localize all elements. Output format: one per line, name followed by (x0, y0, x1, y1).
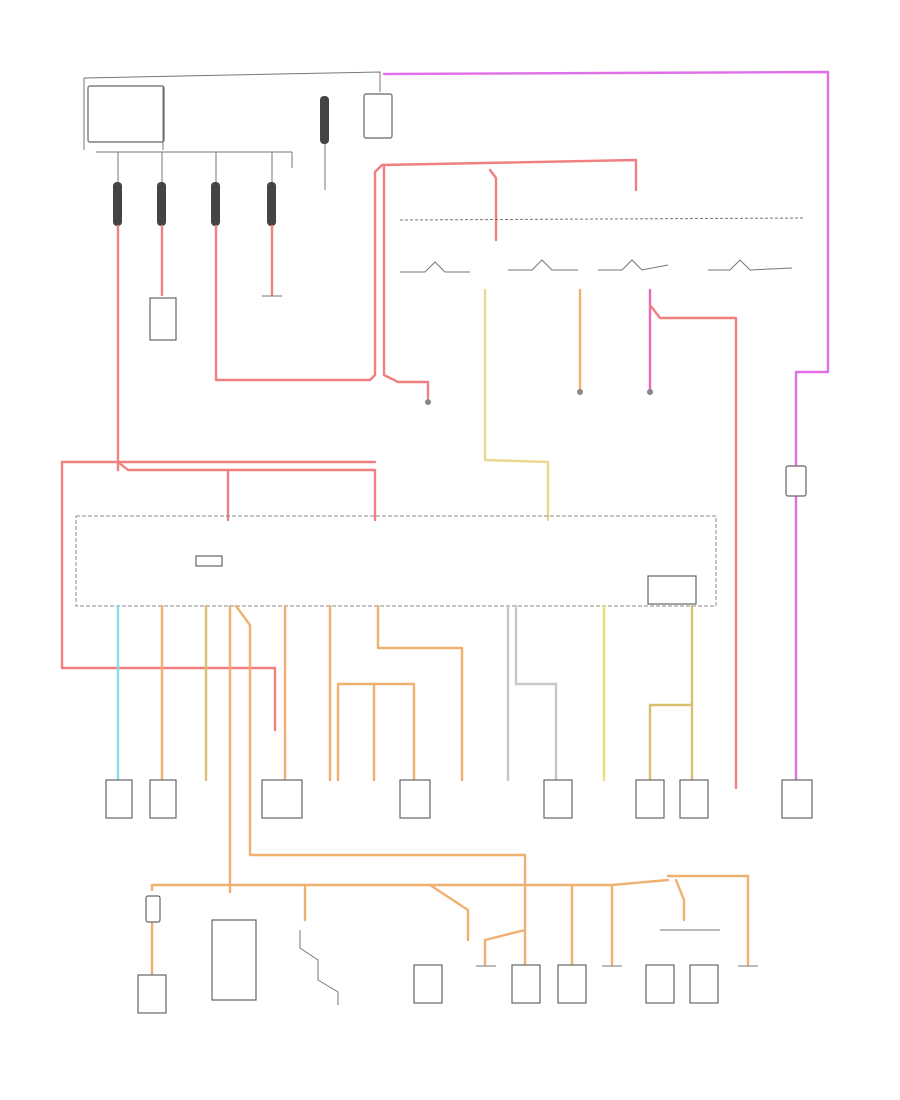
load-bottom-4 (413, 964, 443, 1004)
load-box-left (149, 297, 177, 341)
wire-orange-bottom-bus (150, 883, 432, 892)
wire-orange-b3 (483, 883, 527, 967)
panel-output-wires (116, 604, 694, 894)
load-bottom-8 (689, 964, 719, 1004)
load-components-row (105, 779, 813, 819)
panel-relay-right (647, 575, 697, 605)
wire-gray-10 (514, 604, 558, 782)
ground-splice (425, 399, 431, 405)
wire-orange-diag (234, 604, 527, 887)
load-1 (105, 779, 133, 819)
load-5 (543, 779, 573, 819)
load-6 (635, 779, 665, 819)
fusible-link-4 (267, 152, 276, 226)
switch-bar-section (399, 217, 806, 273)
battery-feed-section (83, 71, 393, 226)
wire-red-to-switch1 (488, 168, 498, 242)
ignition-fuse (320, 96, 329, 144)
load-7 (679, 779, 709, 819)
wire-orange-6-loop (336, 682, 416, 782)
ground-switch3 (647, 389, 653, 395)
load-2 (149, 779, 177, 819)
load-8 (781, 779, 813, 819)
fuse-panel-box (75, 515, 717, 607)
battery-cable-top (83, 71, 381, 92)
wire-orange-bottom-right-bus (428, 878, 670, 887)
switch-bar-line (399, 217, 806, 221)
switch-1 (400, 261, 470, 273)
wire-red-switch3-branch (648, 303, 738, 790)
fuse-panel (60, 460, 717, 732)
wire-tan-to-cluster (483, 458, 550, 522)
load-3 (261, 779, 303, 819)
wire-orange-b2 (428, 883, 470, 942)
bottom-switch-diag (299, 930, 339, 1005)
fusible-link-3 (211, 152, 220, 226)
load-bottom-6 (557, 964, 587, 1004)
inline-fuse-holder (785, 465, 807, 497)
load-bottom-2 (211, 919, 257, 1001)
wire-orange-8 (376, 604, 464, 782)
load-bottom-5 (511, 964, 541, 1004)
load-radio (137, 974, 167, 1014)
switch-2 (508, 259, 578, 271)
wire-red-link3 (214, 158, 638, 382)
fusible-link-2 (157, 152, 166, 226)
fuse-radio (145, 895, 161, 923)
wire-violet-feed (382, 70, 830, 790)
fusible-link-1 (113, 152, 122, 226)
wire-orange-b7 (666, 874, 750, 967)
load-4 (399, 779, 431, 819)
wire-red-panel-loop (60, 460, 377, 732)
switch-4 (708, 259, 793, 271)
ground-switch2 (577, 389, 583, 395)
load-bottom-7 (645, 964, 675, 1004)
wire-red-panel-bus (116, 460, 377, 522)
starter-relay-box (363, 93, 393, 139)
wire-orange-b8 (674, 878, 686, 922)
battery-box (87, 85, 165, 143)
panel-relay (195, 555, 223, 567)
bottom-wiring (137, 874, 758, 1014)
fusible-link-wires (116, 158, 638, 472)
wire-tan-12 (648, 604, 694, 782)
wire-red-to-splice (382, 163, 430, 400)
switch-3 (598, 259, 669, 271)
